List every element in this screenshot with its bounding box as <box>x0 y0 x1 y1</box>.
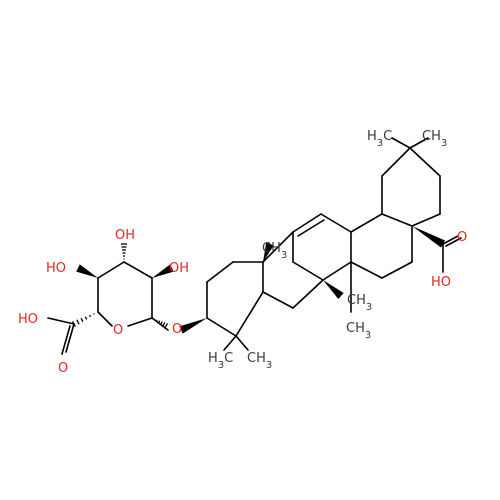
top-methyl-left-label: H3C <box>367 129 392 149</box>
wedge-bond <box>179 318 207 334</box>
hashed-bond-stroke <box>88 314 92 318</box>
bond-line <box>262 291 294 309</box>
c10-methyl-label: CH3 <box>262 241 287 261</box>
bond-line <box>97 261 125 279</box>
sugar-hydroxyl-top-label: OH <box>115 228 135 243</box>
c14-methyl-label: CH3 <box>346 321 371 341</box>
bond-line <box>206 261 234 283</box>
bond-line <box>127 317 153 327</box>
hashed-bond-stroke <box>76 319 80 325</box>
bond-line <box>292 261 324 281</box>
bond-line <box>97 311 113 327</box>
bond-line <box>206 317 237 337</box>
glycosidic-oxygen-label: O <box>172 322 182 337</box>
bond-line <box>123 261 153 279</box>
sugar-hydroxyl-left-label: HO <box>46 261 66 276</box>
sugar-acid-oxygen-label: O <box>58 361 68 376</box>
sugar-acid-hydroxyl-label: HO <box>18 312 38 327</box>
bond-line <box>292 213 322 233</box>
wedge-bond <box>323 280 344 299</box>
bond-line <box>381 147 411 177</box>
bond-line <box>292 279 324 309</box>
bond-line <box>381 261 413 279</box>
bond-line <box>409 137 429 149</box>
bond-line <box>47 317 75 325</box>
bond-line <box>65 323 75 353</box>
top-methyl-right-label: CH3 <box>422 129 447 149</box>
hashed-bond-stroke <box>157 320 161 324</box>
bond-line <box>223 335 237 351</box>
bond-line <box>320 213 352 233</box>
bond-line <box>322 261 352 281</box>
bond-line <box>61 325 71 355</box>
bond-line <box>297 219 325 237</box>
acid-carbonyl-oxygen-label: O <box>457 230 467 245</box>
hashed-bond-stroke <box>161 322 166 328</box>
hashed-bond-stroke <box>155 319 158 322</box>
hashed-bond-stroke <box>163 323 169 329</box>
sugar-hydroxyl-right-label: OH <box>169 261 189 276</box>
gem-methyl-right-label: CH3 <box>247 351 272 371</box>
bond-skeleton <box>47 137 462 355</box>
hashed-bond-stroke <box>80 317 84 323</box>
wedge-bond <box>76 264 98 278</box>
hashed-bond-stroke <box>84 316 88 320</box>
bond-line <box>442 235 459 245</box>
bond-line <box>235 335 249 351</box>
bond-line <box>350 213 383 233</box>
bond-line <box>411 213 441 227</box>
wedge-bond <box>263 242 274 262</box>
atom-labels: H3C CH3 O HO CH3 CH3 CH3 H3C CH3 O O OH … <box>18 129 467 376</box>
bond-line <box>381 213 413 227</box>
bond-line <box>350 261 383 279</box>
wedge-bond <box>152 264 174 278</box>
bond-line <box>262 231 294 263</box>
bond-line <box>391 137 411 149</box>
hashed-bond-stroke <box>159 321 163 326</box>
bond-line <box>445 237 462 247</box>
gem-methyl-left-label: H3C <box>208 351 233 371</box>
wedge-bond <box>412 226 446 248</box>
c8-methyl-label: CH3 <box>347 293 372 313</box>
ring-oxygen-label: O <box>113 323 123 338</box>
bond-line <box>235 291 264 337</box>
bond-line <box>409 147 441 177</box>
acid-hydroxyl-label: HO <box>431 275 451 290</box>
